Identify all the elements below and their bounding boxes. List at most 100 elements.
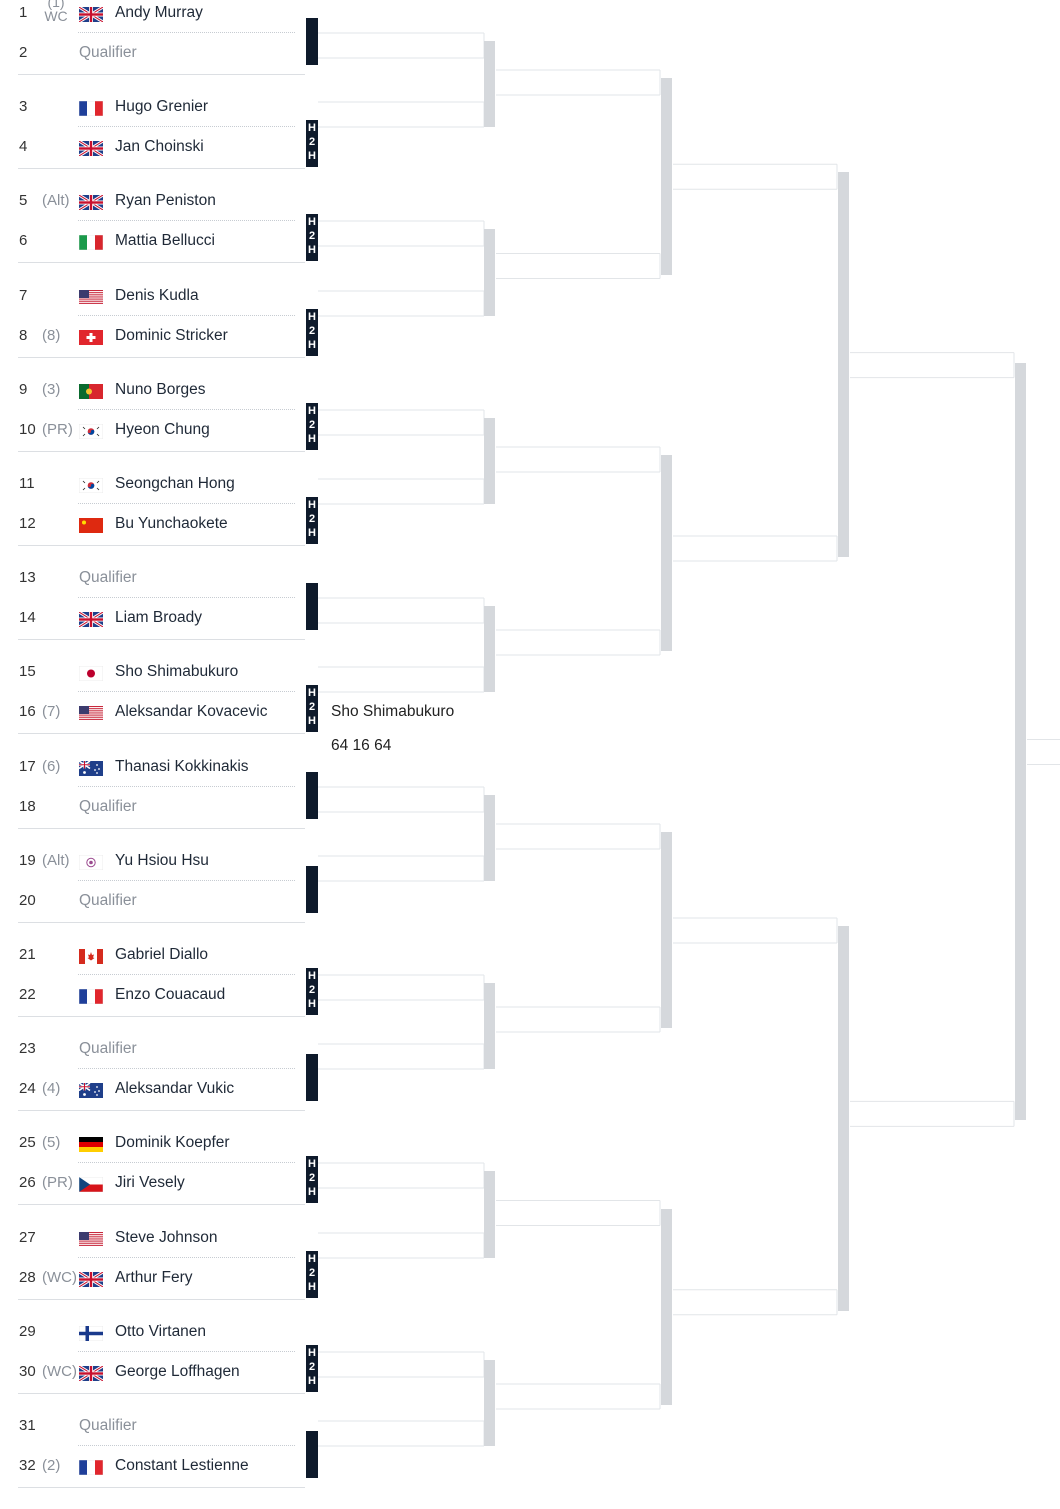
bracket-bar (484, 795, 495, 881)
player-name[interactable]: Enzo Couacaud (115, 986, 226, 1003)
qualifier-placeholder: Qualifier (79, 44, 137, 61)
player-name[interactable]: Denis Kudla (115, 287, 199, 304)
flag-jp-icon (78, 665, 104, 682)
flag-gb-icon (78, 1364, 104, 1383)
player-row[interactable]: 28(WC)Arthur Fery (18, 1258, 305, 1298)
player-name[interactable]: Arthur Fery (115, 1269, 193, 1286)
player-name[interactable]: Dominic Stricker (115, 327, 228, 344)
player-name[interactable]: George Loffhagen (115, 1363, 240, 1380)
player-row[interactable]: 32(2)Constant Lestienne (18, 1446, 305, 1486)
player-name[interactable]: Steve Johnson (115, 1229, 218, 1246)
player-name[interactable]: Jiri Vesely (115, 1174, 185, 1191)
player-row[interactable]: 11 Seongchan Hong (18, 464, 305, 504)
player-name[interactable]: Otto Virtanen (115, 1323, 207, 1340)
flag-pt-icon (79, 384, 103, 399)
draw-position: 11 (19, 475, 35, 492)
player-name[interactable]: Dominik Koepfer (115, 1134, 230, 1151)
player-seed: (1)WC (44, 0, 68, 24)
player-name[interactable]: Constant Lestienne (115, 1457, 249, 1474)
flag-gb-icon (78, 1270, 104, 1289)
player-row[interactable]: 23 Qualifier (18, 1029, 305, 1069)
player-name[interactable]: Aleksandar Vukic (115, 1080, 235, 1097)
player-seed: (6) (42, 758, 61, 775)
player-row[interactable]: 30(WC)George Loffhagen (18, 1352, 305, 1392)
player-row[interactable]: 16(7)Aleksandar Kovacevic (18, 692, 305, 732)
player-name[interactable]: Nuno Borges (115, 381, 206, 398)
player-row[interactable]: 14 Liam Broady (18, 598, 305, 638)
player-name[interactable]: Sho Shimabukuro (115, 663, 239, 680)
player-name[interactable]: Jan Choinski (115, 138, 204, 155)
player-name[interactable]: Gabriel Diallo (115, 946, 209, 963)
player-name[interactable]: Liam Broady (115, 609, 203, 626)
player-row[interactable]: 17(6)Thanasi Kokkinakis (18, 747, 305, 787)
bracket-bar (484, 1171, 495, 1258)
draw-position: 5 (19, 192, 28, 209)
player-row[interactable]: 19(Alt)Yu Hsiou Hsu (18, 841, 305, 881)
bracket-bar (1015, 362, 1026, 1121)
draw-position: 14 (19, 609, 36, 626)
qualifier-placeholder: Qualifier (79, 1417, 137, 1434)
flag-fr-icon (78, 988, 104, 1005)
flag-fr-icon (78, 1459, 104, 1476)
player-row[interactable]: 25(5)Dominik Koepfer (18, 1123, 305, 1163)
player-name[interactable]: Andy Murray (115, 4, 203, 21)
match-divider-bar (306, 1431, 318, 1478)
player-row[interactable]: 26(PR)Jiri Vesely (18, 1163, 305, 1203)
bracket-bar (838, 172, 849, 557)
player-name[interactable]: Hugo Grenier (115, 98, 209, 115)
draw-position: 28 (19, 1269, 36, 1286)
flag-it-icon (78, 234, 104, 251)
player-row[interactable]: 24(4)Aleksandar Vukic (18, 1069, 305, 1109)
player-name[interactable]: Bu Yunchaokete (115, 515, 228, 532)
player-name[interactable]: Aleksandar Kovacevic (115, 703, 268, 720)
flag-us-icon (79, 706, 103, 721)
player-name[interactable]: Yu Hsiou Hsu (115, 852, 209, 869)
round2-winner-name[interactable]: Sho Shimabukuro (331, 703, 455, 720)
player-name[interactable]: Seongchan Hong (115, 475, 235, 492)
bracket-bar (484, 41, 495, 127)
draw-position: 23 (19, 1040, 36, 1057)
player-row[interactable]: 8(8)Dominic Stricker (18, 316, 305, 356)
match-divider-bar (306, 1054, 318, 1101)
player-row[interactable]: 5(Alt)Ryan Peniston (18, 181, 305, 221)
qualifier-placeholder: Qualifier (79, 798, 137, 815)
player-row[interactable]: 9(3)Nuno Borges (18, 370, 305, 410)
player-name[interactable]: Hyeon Chung (115, 421, 210, 438)
player-name[interactable]: Ryan Peniston (115, 192, 216, 209)
qualifier-placeholder: Qualifier (79, 1040, 137, 1057)
player-name[interactable]: Mattia Bellucci (115, 232, 215, 249)
player-name[interactable]: Thanasi Kokkinakis (115, 758, 249, 775)
player-row[interactable]: 10(PR)Hyeon Chung (18, 410, 305, 450)
